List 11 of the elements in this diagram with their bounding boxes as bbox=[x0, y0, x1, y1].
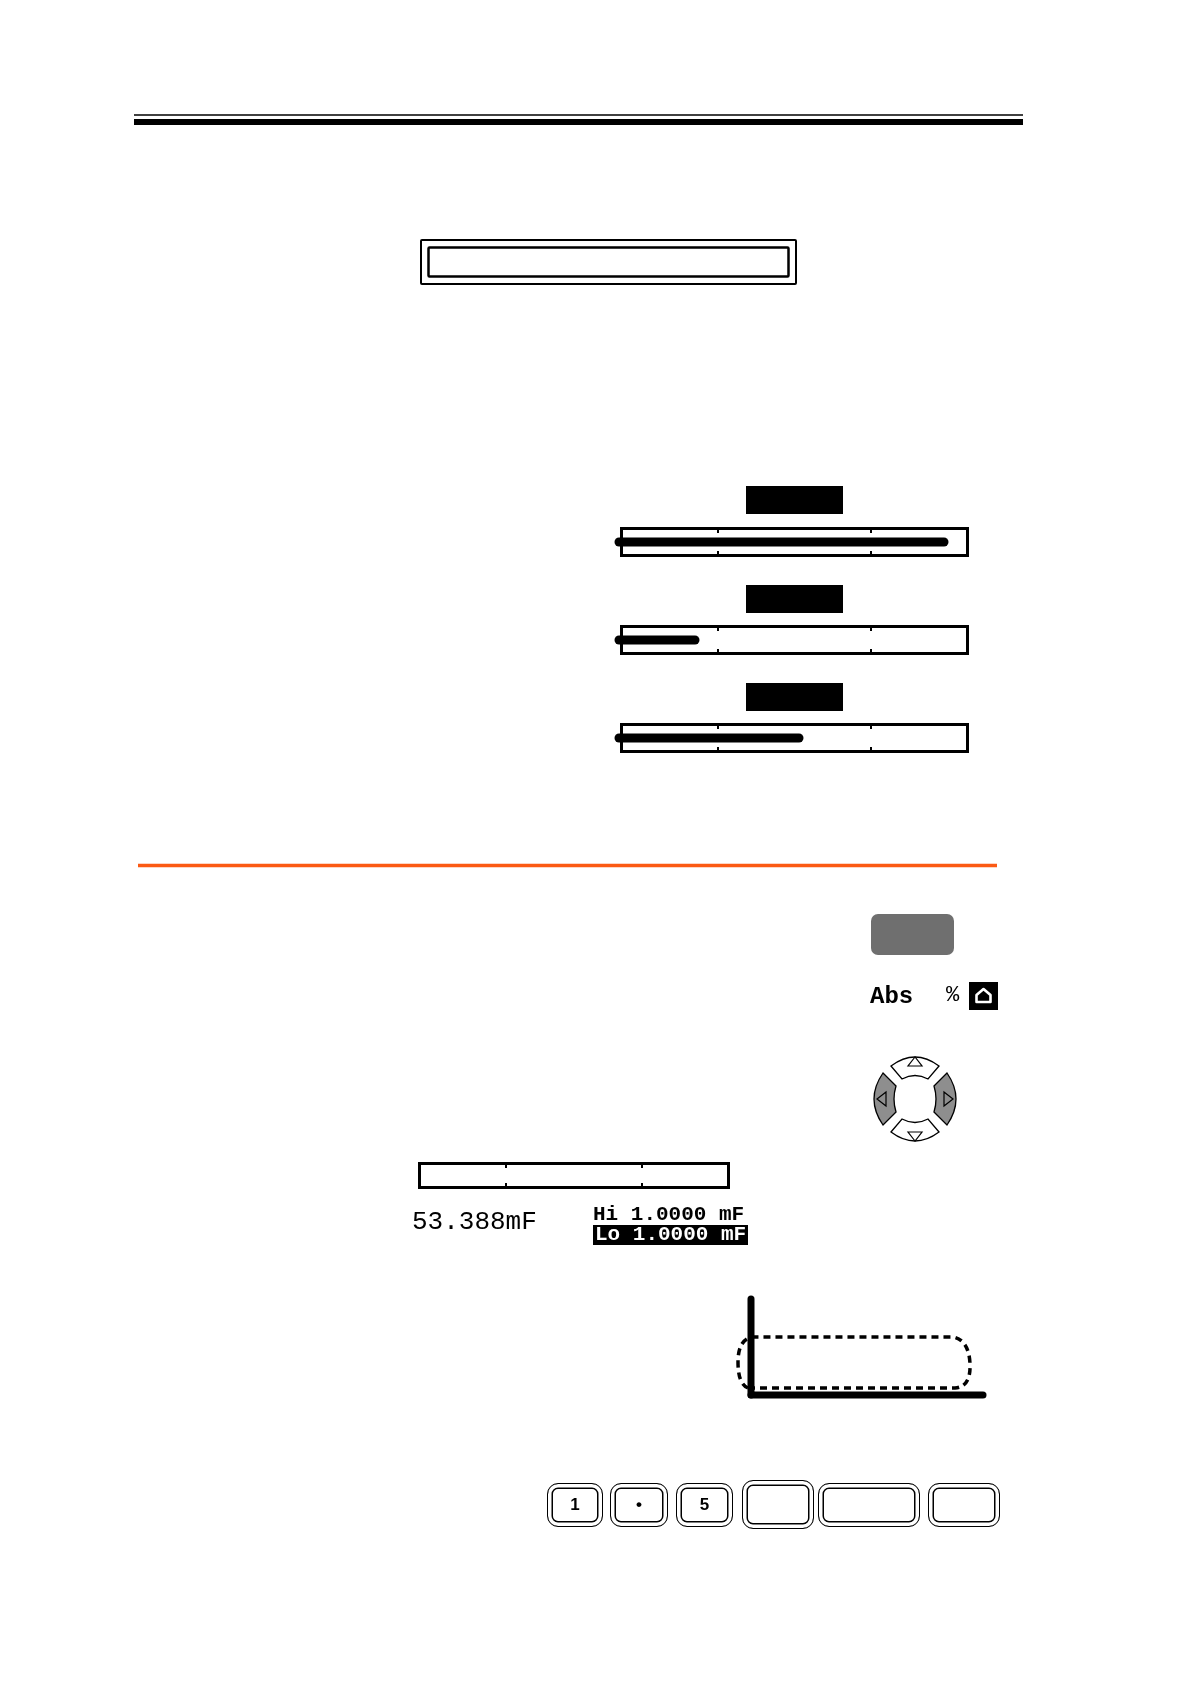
selected-limit-text: Lo 1.0000 mF bbox=[593, 1225, 749, 1245]
mode-text: Abs bbox=[870, 985, 914, 1009]
keypad-key bbox=[928, 1483, 1000, 1527]
keypad-key bbox=[818, 1483, 920, 1527]
percent-sign: % bbox=[946, 985, 960, 1007]
keypad-key: 5 bbox=[676, 1483, 733, 1527]
limit-text: Hi 1.0000 mF bbox=[593, 1204, 745, 1225]
keypad-key: • bbox=[610, 1483, 668, 1527]
measurement-value: 53.388mF bbox=[412, 1209, 537, 1235]
keypad-key: 1 bbox=[547, 1483, 603, 1527]
keypad-key bbox=[742, 1480, 814, 1529]
